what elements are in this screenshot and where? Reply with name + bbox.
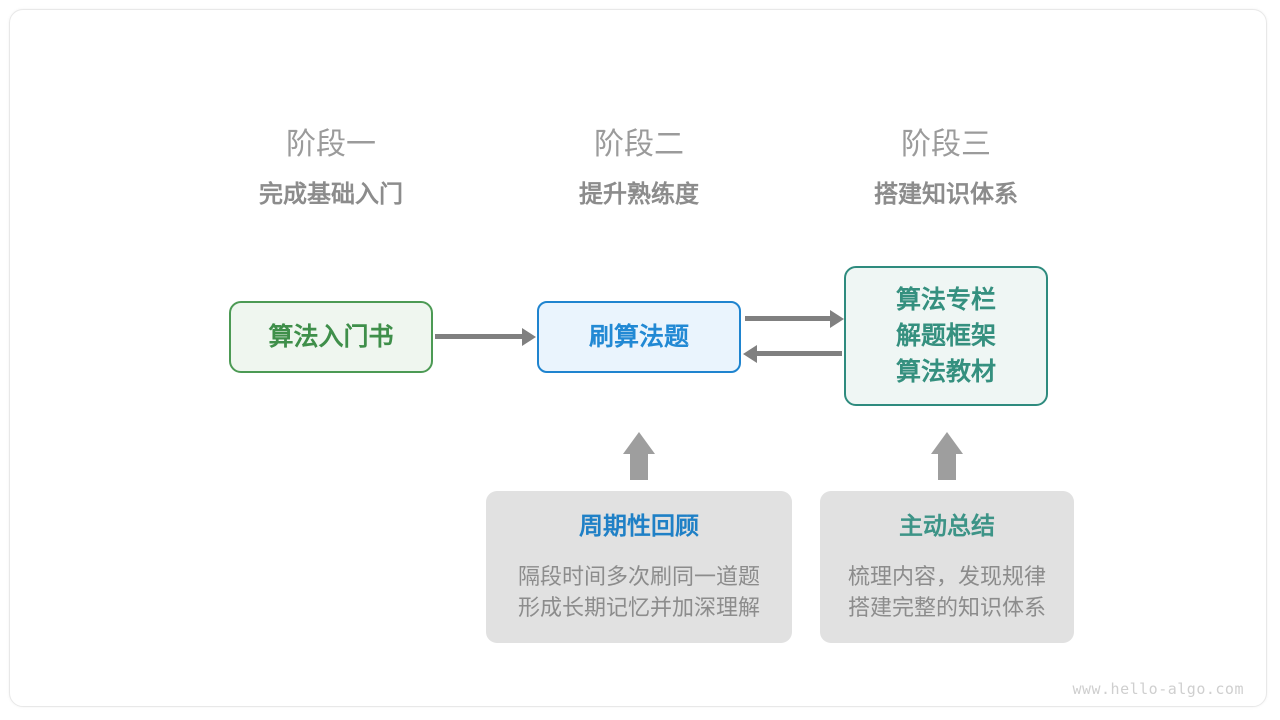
- node-resources-line-3: 算法教材: [895, 358, 996, 386]
- stage-column-2: 阶段二 提升熟练度: [539, 124, 739, 212]
- node-resources-line-1: 算法专栏: [895, 286, 996, 314]
- node-resources[interactable]: 算法专栏 解题框架 算法教材: [844, 266, 1048, 406]
- stage-column-1: 阶段一 完成基础入门: [231, 124, 431, 212]
- arrow-resources-to-practice-icon: [756, 351, 842, 356]
- note-active-summary[interactable]: 主动总结 梳理内容，发现规律 搭建完整的知识体系: [820, 491, 1074, 643]
- node-intro-book[interactable]: 算法入门书: [229, 301, 433, 373]
- note-active-summary-body-line-2: 搭建完整的知识体系: [847, 595, 1046, 620]
- note-periodic-review-title: 周期性回顾: [579, 513, 699, 540]
- note-periodic-review-body-line-1: 隔段时间多次刷同一道题: [517, 564, 760, 589]
- note-periodic-review[interactable]: 周期性回顾 隔段时间多次刷同一道题 形成长期记忆并加深理解: [486, 491, 792, 643]
- stage-column-3: 阶段三 搭建知识体系: [846, 124, 1046, 212]
- note-periodic-review-body-line-2: 形成长期记忆并加深理解: [517, 595, 760, 620]
- node-practice-problems-label: 刷算法题: [588, 323, 689, 351]
- node-practice-problems[interactable]: 刷算法题: [537, 301, 741, 373]
- stage-2-subtitle: 提升熟练度: [579, 181, 699, 208]
- note-active-summary-title: 主动总结: [899, 513, 995, 540]
- arrow-summary-up-icon: [931, 432, 963, 480]
- stage-1-subtitle: 完成基础入门: [259, 181, 403, 208]
- arrow-book-to-practice-icon: [435, 334, 523, 339]
- note-active-summary-body-line-1: 梳理内容，发现规律: [847, 564, 1046, 589]
- watermark: www.hello-algo.com: [1072, 680, 1244, 698]
- arrow-review-up-icon: [623, 432, 655, 480]
- stage-3-title: 阶段三: [901, 128, 991, 161]
- stage-1-title: 阶段一: [286, 128, 376, 161]
- note-active-summary-body: 梳理内容，发现规律 搭建完整的知识体系: [848, 561, 1046, 623]
- arrow-practice-to-resources-icon: [745, 316, 831, 321]
- node-intro-book-label: 算法入门书: [268, 323, 394, 351]
- note-periodic-review-body: 隔段时间多次刷同一道题 形成长期记忆并加深理解: [518, 561, 760, 623]
- node-resources-line-2: 解题框架: [895, 322, 996, 350]
- stage-2-title: 阶段二: [594, 128, 684, 161]
- stage-3-subtitle: 搭建知识体系: [874, 181, 1018, 208]
